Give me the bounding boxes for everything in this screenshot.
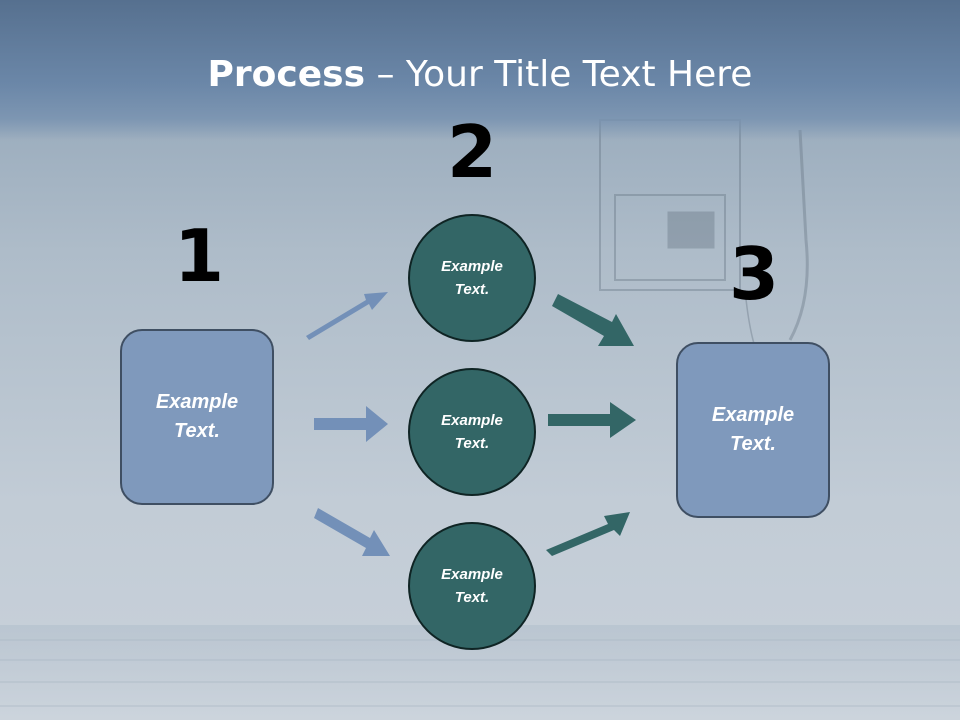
arrow-up-right-left	[306, 292, 388, 340]
bottom-circle-text: Example Text.	[441, 566, 503, 606]
step-number-3: 3	[728, 232, 780, 316]
arrow-down-right-left	[314, 508, 390, 556]
title-bold: Process	[207, 54, 366, 95]
arrow-up-right-right	[546, 512, 630, 556]
step-number-2: 2	[446, 110, 498, 194]
right-box: Example Text.	[676, 342, 830, 518]
step-number-1: 1	[173, 214, 225, 298]
bottom-circle: Example Text.	[408, 522, 536, 650]
left-box: Example Text.	[120, 329, 274, 505]
middle-circle: Example Text.	[408, 368, 536, 496]
title-rest: – Your Title Text Here	[365, 54, 753, 95]
left-box-text: Example Text.	[155, 391, 239, 442]
title-bar	[0, 0, 960, 140]
arrow-down-right-right	[552, 294, 634, 346]
slide-title: Process – Your Title Text Here	[0, 52, 960, 98]
right-box-text: Example Text.	[711, 404, 795, 455]
top-circle-text: Example Text.	[441, 258, 503, 298]
top-circle: Example Text.	[408, 214, 536, 342]
middle-circle-text: Example Text.	[441, 412, 503, 452]
arrow-right-left	[314, 406, 388, 442]
arrow-right-right	[548, 402, 636, 438]
